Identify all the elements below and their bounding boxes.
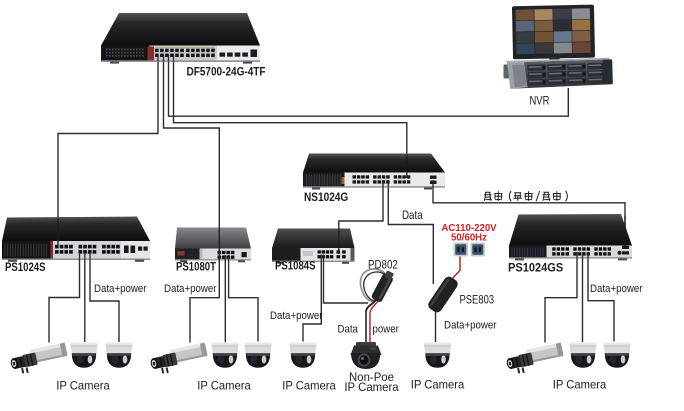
svg-text:NVR: NVR	[530, 95, 550, 108]
svg-text:IP Camera: IP Camera	[282, 380, 336, 392]
svg-text:50/60Hz: 50/60Hz	[451, 232, 487, 243]
svg-text:PS1024S: PS1024S	[5, 261, 46, 274]
svg-text:PS1024GS: PS1024GS	[508, 262, 563, 274]
svg-text:PD802: PD802	[368, 259, 398, 272]
svg-text:IP Camera: IP Camera	[411, 379, 465, 391]
svg-text:IP Camera: IP Camera	[553, 379, 607, 391]
svg-text:Non-Poe: Non-Poe	[349, 371, 394, 384]
svg-text:IP Camera: IP Camera	[56, 380, 110, 392]
svg-text:power: power	[373, 324, 400, 336]
svg-text:Data+power: Data+power	[94, 283, 147, 295]
svg-text:Data: Data	[338, 324, 359, 336]
svg-text:NS1024G: NS1024G	[304, 191, 348, 204]
svg-text:PSE803: PSE803	[460, 294, 495, 307]
svg-text:PS1080T: PS1080T	[176, 261, 216, 274]
svg-text:Data: Data	[402, 209, 423, 222]
svg-text:Data+power: Data+power	[270, 310, 323, 322]
svg-text:Data+power: Data+power	[590, 283, 643, 295]
svg-text:Data+power: Data+power	[444, 320, 497, 332]
svg-text:Data+power: Data+power	[164, 283, 217, 295]
svg-text:IP Camera: IP Camera	[197, 380, 251, 392]
svg-text:PS1084S: PS1084S	[275, 260, 316, 273]
svg-text:IP Camera: IP Camera	[344, 381, 399, 394]
svg-text:DF5700-24G-4TF: DF5700-24G-4TF	[187, 66, 266, 79]
svg-text:AC110-220V: AC110-220V	[441, 222, 497, 233]
